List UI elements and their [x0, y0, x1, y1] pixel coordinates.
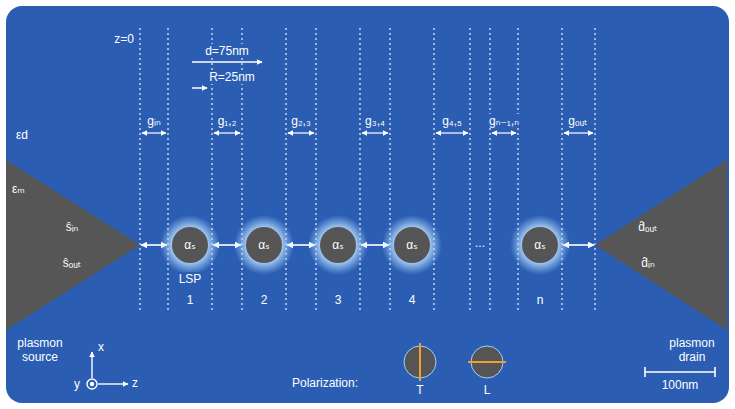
scale-tick: [714, 367, 716, 377]
axis-out-of-page: [87, 379, 97, 389]
polarizability-label: αₛ: [332, 238, 343, 252]
boundary-line: [167, 28, 168, 312]
particle-number: 1: [187, 293, 194, 307]
particle-body: [394, 227, 430, 263]
scale-label: 100nm: [662, 378, 699, 392]
dimension-arrow: [192, 61, 262, 63]
axis-label: x: [98, 340, 104, 354]
particle-body: [246, 227, 282, 263]
gap-label: g₄,₅: [440, 114, 464, 128]
polarization-label: T: [416, 383, 423, 397]
plasmon-glow: [510, 215, 570, 275]
particle-number: n: [537, 293, 544, 307]
gap-arrow: [142, 132, 166, 133]
coordinate-label: z=0: [112, 32, 136, 46]
dimension-arrow: [192, 87, 207, 89]
ellipsis: ...: [473, 236, 487, 250]
gap-arrow: [362, 132, 388, 133]
boundary-line: [561, 28, 562, 312]
plasmon-glow: [308, 215, 368, 275]
plasmon-taper: plasmon drain: [595, 160, 727, 330]
boundary-line: [594, 28, 595, 312]
axis-label: y: [74, 377, 80, 391]
node-outline: [6, 160, 140, 330]
permittivity-label: εₘ: [12, 182, 25, 196]
scale-tick: [644, 367, 646, 377]
boundary-line: [433, 28, 434, 312]
scale-line: [645, 371, 715, 373]
polarizability-label: αₛ: [184, 238, 195, 252]
axis-dot: [91, 383, 94, 386]
nanoparticle: αₛ4: [390, 223, 434, 267]
boundary-line: [489, 28, 490, 312]
node-caption: plasmon source: [4, 336, 76, 364]
mode-label: LSP: [177, 272, 204, 286]
particle-number: 2: [261, 293, 268, 307]
axis-arrow: [98, 383, 128, 384]
node-outline: [595, 160, 727, 330]
gap-label: g₂,₃: [289, 114, 313, 128]
plasmon-glow: [160, 215, 220, 275]
axis-label: z: [132, 376, 138, 390]
gap-label: gₒᵤₜ: [566, 114, 589, 128]
polarization-line: [468, 361, 506, 363]
particle-body: [172, 227, 208, 263]
plasmon-glow: [382, 215, 442, 275]
nanoparticle: αₛ1: [168, 223, 212, 267]
polarization-symbols: [404, 343, 506, 381]
gap-arrow: [564, 132, 593, 133]
axes: [87, 352, 128, 389]
nanoparticle: αₛn: [518, 223, 562, 267]
node-caption: plasmon drain: [656, 336, 728, 364]
boundary-line: [469, 28, 470, 312]
polarization-line: [419, 343, 421, 381]
gap-arrow: [214, 132, 240, 133]
polarization-label: L: [484, 383, 491, 397]
permittivity-label: εd: [14, 128, 30, 142]
dimension-label: R=25nm: [207, 70, 257, 84]
gap-arrow: [492, 132, 516, 133]
background-panel: [6, 6, 729, 403]
particle-number: 4: [409, 293, 416, 307]
boundary-line: [315, 28, 316, 312]
gap-label: g₁,₂: [216, 114, 239, 128]
gap-label: gᵢₙ: [145, 114, 162, 128]
boundary-line: [359, 28, 360, 312]
plasmon-taper: plasmon source: [6, 160, 140, 330]
gap-arrow: [288, 132, 314, 133]
amplitude-label: ŝᵢₙ: [66, 220, 79, 234]
axis-arrow: [91, 352, 92, 378]
gap-label: gₙ₋₁,ₙ: [487, 114, 521, 128]
taper-shape: [595, 160, 727, 330]
polarizability-label: αₛ: [258, 238, 269, 252]
particle-body: [320, 227, 356, 263]
nanoparticle: αₛ2: [242, 223, 286, 267]
boundary-line: [285, 28, 286, 312]
polarizability-label: αₛ: [406, 238, 417, 252]
amplitude-label: d̂ₒᵤₜ: [638, 220, 657, 234]
boundary-line: [517, 28, 518, 312]
plasmon-glow: [234, 215, 294, 275]
legend-title: Polarization:: [292, 376, 358, 390]
particle-body: [522, 227, 558, 263]
dimension-label: d=75nm: [203, 44, 251, 58]
gap-arrows: [142, 132, 593, 133]
amplitude-label: ŝₒᵤₜ: [63, 256, 82, 270]
nanoparticle: αₛ3: [316, 223, 360, 267]
gap-label: g₃,₄: [363, 114, 387, 128]
particle-number: 3: [335, 293, 342, 307]
amplitude-label: d̂ᵢₙ: [641, 256, 654, 270]
boundary-line: [139, 28, 140, 312]
boundary-lines: [140, 28, 595, 312]
polarizability-label: αₛ: [534, 238, 545, 252]
gap-arrow: [436, 132, 468, 133]
boundary-line: [389, 28, 390, 312]
taper-shape: [6, 160, 140, 330]
scale-bar: [645, 367, 715, 377]
